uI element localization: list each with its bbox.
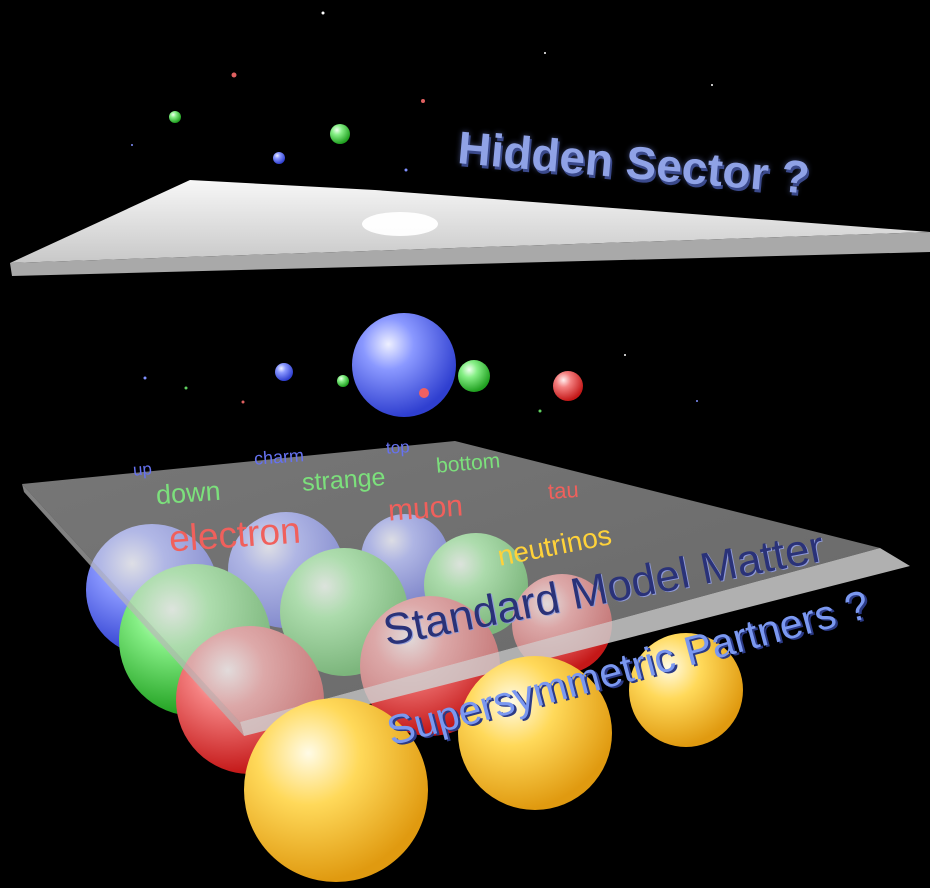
- standard-model-plane: [22, 441, 910, 736]
- particle-label-charm: charm: [253, 445, 305, 469]
- particle-label-up: up: [132, 459, 153, 480]
- supersymmetric-spheres: [244, 633, 743, 882]
- mediator-green: [458, 360, 490, 392]
- particle-label-bottom: bottom: [435, 449, 502, 478]
- star: [711, 84, 713, 86]
- sphere-susy-front: [244, 698, 428, 882]
- sphere-susy-middle: [458, 656, 612, 810]
- particle-label-down: down: [154, 475, 222, 511]
- star: [624, 354, 626, 356]
- star: [544, 52, 546, 54]
- star: [321, 11, 325, 15]
- hidden-particle-blue: [273, 152, 285, 164]
- hidden-particle-green: [169, 111, 181, 123]
- mediator-red: [553, 371, 583, 401]
- particle-label-tau: tau: [547, 476, 580, 505]
- particle-label-strange: strange: [301, 463, 387, 497]
- mediator-blue-large: [352, 313, 456, 417]
- mediator-red-small: [419, 388, 429, 398]
- star: [131, 144, 133, 146]
- star: [538, 409, 542, 413]
- star: [241, 400, 245, 404]
- particle-label-top: top: [385, 437, 411, 458]
- mediator-green-small: [337, 375, 349, 387]
- mediator-blue-small: [275, 363, 293, 381]
- star: [696, 400, 698, 402]
- particle-label-muon: muon: [386, 489, 465, 528]
- hidden-sector-particles: [169, 111, 350, 164]
- star: [421, 99, 425, 103]
- star: [143, 376, 147, 380]
- hidden-sector-plane: [10, 180, 930, 276]
- star: [231, 72, 237, 78]
- star: [184, 386, 188, 390]
- particle-label-electron: electron: [167, 509, 302, 560]
- hidden-particle-green: [330, 124, 350, 144]
- star: [404, 168, 408, 172]
- sphere-susy-right: [629, 633, 743, 747]
- mediator-particles: [275, 313, 583, 417]
- star-field: [131, 11, 713, 413]
